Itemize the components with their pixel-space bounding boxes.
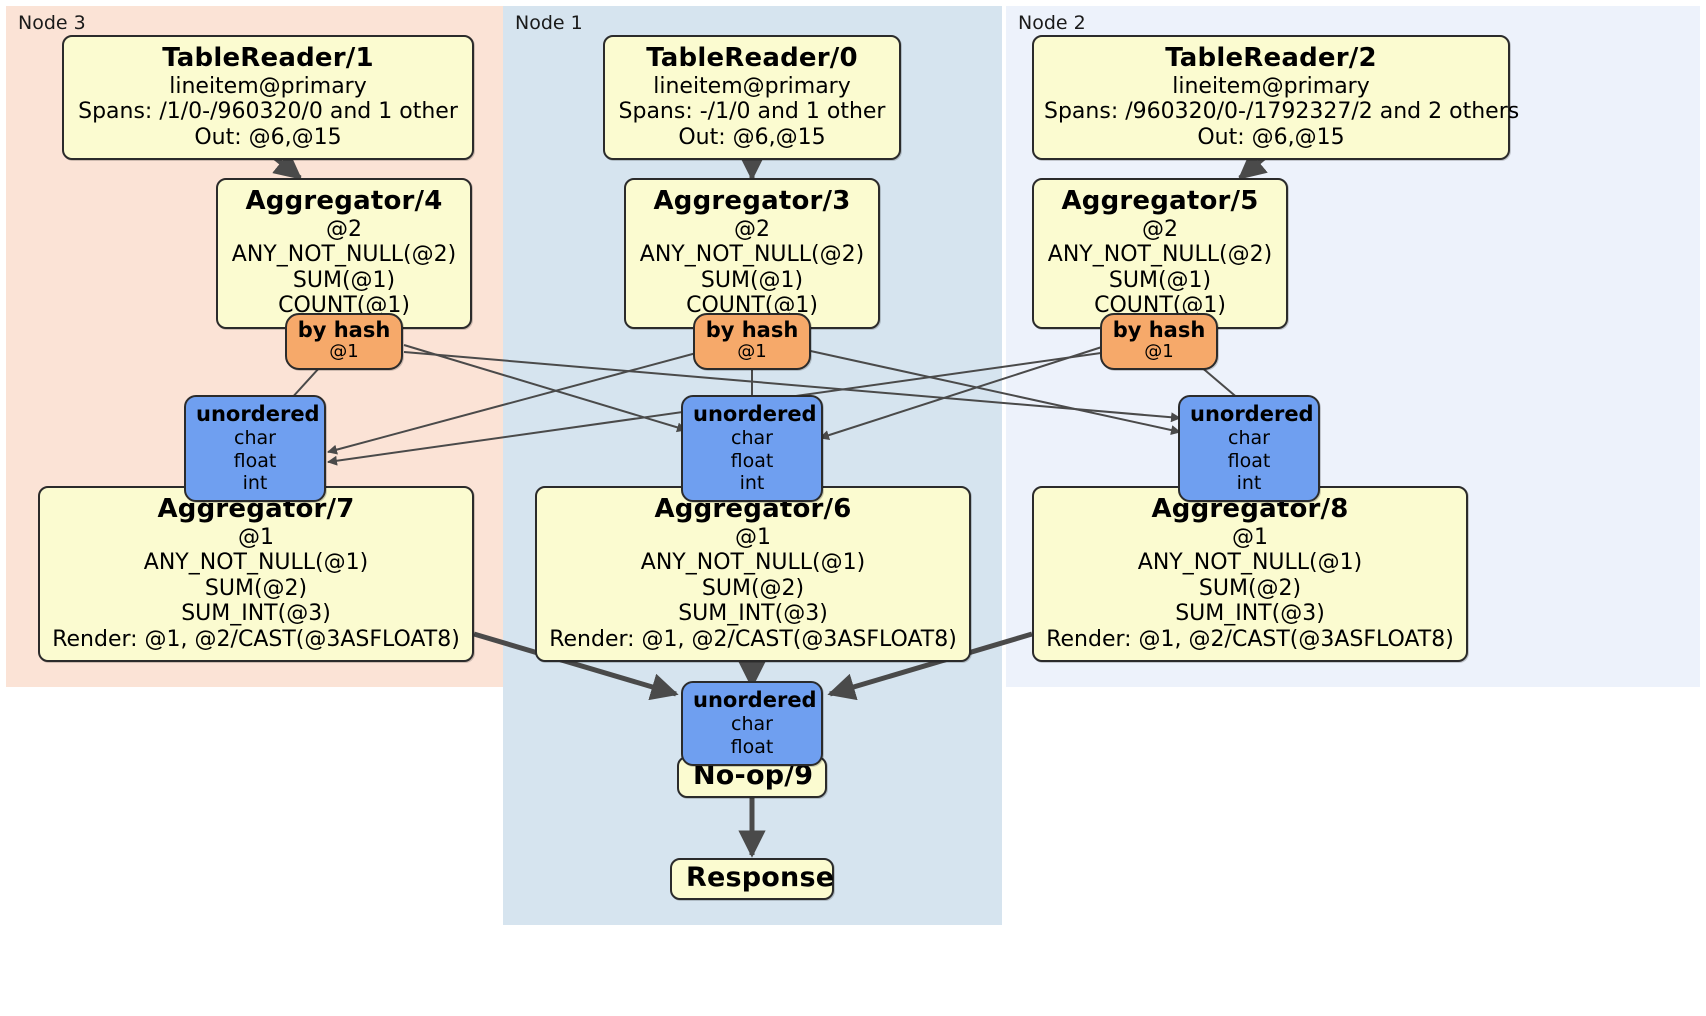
processor-table-reader-0[interactable]: TableReader/0 lineitem@primary Spans: -/… <box>603 35 901 161</box>
processor-aggregator-7[interactable]: Aggregator/7 @1 ANY_NOT_NULL(@1) SUM(@2)… <box>38 486 474 663</box>
processor-line: SUM(@2) <box>1198 575 1302 601</box>
processor-title: TableReader/1 <box>162 43 374 73</box>
processor-line: ANY_NOT_NULL(@1) <box>143 550 369 576</box>
processor-line: SUM_INT(@3) <box>1175 601 1325 627</box>
processor-line: Render: @1, @2/CAST(@3ASFLOAT8) <box>549 626 957 652</box>
processor-table-reader-2[interactable]: TableReader/2 lineitem@primary Spans: /9… <box>1032 35 1520 161</box>
synchronizer-unordered-final[interactable]: unordered char float <box>681 681 823 766</box>
processor-line: ANY_NOT_NULL(@1) <box>1137 550 1363 576</box>
processor-line: SUM(@2) <box>204 575 308 601</box>
synchronizer-line: float <box>730 449 774 472</box>
processor-line: @1 <box>238 524 274 550</box>
processor-line: Spans: -/1/0 and 1 other <box>618 99 886 125</box>
synchronizer-unordered-left[interactable]: unordered char float int <box>184 395 326 503</box>
processor-line: Spans: /960320/0-/1792327/2 and 2 others <box>1044 99 1520 125</box>
processor-title: Aggregator/4 <box>245 186 443 216</box>
synchronizer-line: char <box>731 427 773 450</box>
processor-line: SUM(@1) <box>292 267 396 293</box>
processor-title: Aggregator/5 <box>1061 186 1259 216</box>
router-by-hash-right[interactable]: by hash @1 <box>1100 313 1218 370</box>
synchronizer-line: int <box>739 472 765 494</box>
processor-line: Out: @6,@15 <box>1197 124 1345 150</box>
node-panel-label-node1: Node 1 <box>515 12 583 34</box>
processor-line: lineitem@primary <box>653 73 851 99</box>
router-by-hash-center[interactable]: by hash @1 <box>693 313 811 370</box>
synchronizer-line: float <box>1227 449 1271 472</box>
synchronizer-title: unordered <box>196 402 320 426</box>
router-line: @1 <box>329 341 359 363</box>
synchronizer-title: unordered <box>693 402 817 426</box>
synchronizer-line: int <box>1236 472 1262 494</box>
processor-aggregator-6[interactable]: Aggregator/6 @1 ANY_NOT_NULL(@1) SUM(@2)… <box>535 486 971 663</box>
processor-line: ANY_NOT_NULL(@1) <box>640 550 866 576</box>
processor-line: ANY_NOT_NULL(@2) <box>1047 242 1273 268</box>
router-by-hash-left[interactable]: by hash @1 <box>285 313 403 370</box>
processor-line: lineitem@primary <box>1172 73 1370 99</box>
processor-line: SUM(@1) <box>1108 267 1212 293</box>
processor-table-reader-1[interactable]: TableReader/1 lineitem@primary Spans: /1… <box>62 35 474 161</box>
processor-line: Out: @6,@15 <box>678 124 826 150</box>
synchronizer-line: char <box>234 427 276 450</box>
processor-title: Response <box>686 862 835 893</box>
processor-line: @1 <box>735 524 771 550</box>
processor-line: Render: @1, @2/CAST(@3ASFLOAT8) <box>52 626 460 652</box>
synchronizer-title: unordered <box>1190 402 1314 426</box>
synchronizer-line: int <box>242 472 268 494</box>
synchronizer-unordered-right[interactable]: unordered char float int <box>1178 395 1320 503</box>
processor-aggregator-4[interactable]: Aggregator/4 @2 ANY_NOT_NULL(@2) SUM(@1)… <box>216 178 472 329</box>
synchronizer-line: float <box>233 449 277 472</box>
router-title: by hash <box>1112 318 1206 342</box>
synchronizer-line: float <box>730 735 774 758</box>
processor-aggregator-3[interactable]: Aggregator/3 @2 ANY_NOT_NULL(@2) SUM(@1)… <box>624 178 880 329</box>
processor-line: SUM_INT(@3) <box>678 601 828 627</box>
router-line: @1 <box>737 341 767 363</box>
processor-line: @1 <box>1232 524 1268 550</box>
processor-title: TableReader/0 <box>646 43 858 73</box>
processor-title: TableReader/2 <box>1165 43 1377 73</box>
node-panel-label-node3: Node 3 <box>18 12 86 34</box>
processor-aggregator-8[interactable]: Aggregator/8 @1 ANY_NOT_NULL(@1) SUM(@2)… <box>1032 486 1468 663</box>
processor-line: SUM(@2) <box>701 575 805 601</box>
processor-line: Spans: /1/0-/960320/0 and 1 other <box>78 99 458 125</box>
synchronizer-line: char <box>731 713 773 736</box>
synchronizer-title: unordered <box>693 688 817 712</box>
processor-line: SUM(@1) <box>700 267 804 293</box>
router-title: by hash <box>297 318 391 342</box>
router-title: by hash <box>705 318 799 342</box>
processor-line: Out: @6,@15 <box>194 124 342 150</box>
processor-line: ANY_NOT_NULL(@2) <box>231 242 457 268</box>
processor-line: lineitem@primary <box>169 73 367 99</box>
processor-title: Aggregator/3 <box>653 186 851 216</box>
processor-line: ANY_NOT_NULL(@2) <box>639 242 865 268</box>
processor-line: @2 <box>734 216 770 242</box>
processor-line: Render: @1, @2/CAST(@3ASFLOAT8) <box>1046 626 1454 652</box>
processor-line: SUM_INT(@3) <box>181 601 331 627</box>
synchronizer-unordered-center[interactable]: unordered char float int <box>681 395 823 503</box>
synchronizer-line: char <box>1228 427 1270 450</box>
router-line: @1 <box>1144 341 1174 363</box>
processor-line: @2 <box>1142 216 1178 242</box>
node-panel-label-node2: Node 2 <box>1018 12 1086 34</box>
processor-response[interactable]: Response <box>670 858 834 900</box>
processor-line: @2 <box>326 216 362 242</box>
processor-aggregator-5[interactable]: Aggregator/5 @2 ANY_NOT_NULL(@2) SUM(@1)… <box>1032 178 1288 329</box>
